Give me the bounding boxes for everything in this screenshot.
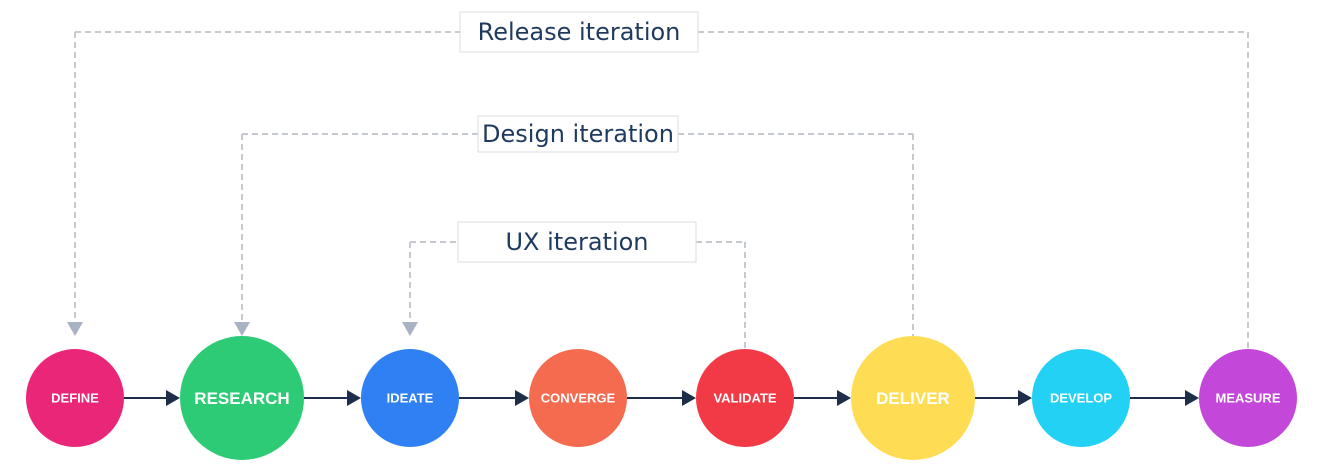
flow-arrow-converge-to-validate	[627, 390, 696, 406]
define-label: DEFINE	[51, 391, 99, 406]
research-label: RESEARCH	[194, 389, 289, 408]
design-iteration-loop: Design iteration	[234, 115, 914, 336]
flow-arrow-validate-to-deliver	[794, 390, 851, 406]
deliver-circle	[851, 336, 975, 460]
node-converge: CONVERGE	[529, 349, 627, 447]
node-research: RESEARCH	[180, 336, 304, 460]
define-circle	[26, 349, 124, 447]
flow-arrows	[124, 390, 1199, 406]
flow-arrow-deliver-to-develop	[975, 390, 1032, 406]
ux-iteration-loop: UX iteration	[402, 221, 746, 349]
release-loop-arrowhead	[67, 322, 83, 336]
flow-arrow-define-to-research	[124, 390, 180, 406]
research-circle	[180, 336, 304, 460]
converge-circle	[529, 349, 627, 447]
node-develop: DEVELOP	[1032, 349, 1130, 447]
develop-circle	[1032, 349, 1130, 447]
measure-circle	[1199, 349, 1297, 447]
flow-arrow-research-to-ideate	[304, 390, 361, 406]
validate-label: VALIDATE	[713, 391, 776, 406]
ideate-circle	[361, 349, 459, 447]
flow-arrowhead	[166, 390, 180, 406]
measure-label: MEASURE	[1215, 391, 1280, 406]
node-define: DEFINE	[26, 349, 124, 447]
flow-arrowhead	[347, 390, 361, 406]
flow-arrow-ideate-to-converge	[459, 390, 529, 406]
ux-loop-arrowhead	[402, 322, 418, 336]
process-nodes: DEFINE RESEARCH IDEATE CONVERGE VALIDATE DELI…	[26, 336, 1297, 460]
node-validate: VALIDATE	[696, 349, 794, 447]
node-ideate: IDEATE	[361, 349, 459, 447]
design-iteration-label: Design iteration	[482, 120, 674, 148]
ux-iteration-label: UX iteration	[505, 228, 648, 256]
release-iteration-label: Release iteration	[478, 18, 681, 46]
release-iteration-loop: Release iteration	[67, 11, 1249, 349]
flow-arrowhead	[682, 390, 696, 406]
flow-arrowhead	[1185, 390, 1199, 406]
design-iteration-label-box	[477, 115, 679, 153]
ideate-label: IDEATE	[387, 391, 434, 406]
release-iteration-label-box	[459, 11, 699, 53]
flow-arrowhead	[515, 390, 529, 406]
flow-arrow-develop-to-measure	[1130, 390, 1199, 406]
converge-label: CONVERGE	[541, 391, 616, 406]
develop-label: DEVELOP	[1050, 391, 1112, 406]
validate-circle	[696, 349, 794, 447]
node-deliver: DELIVER	[851, 336, 975, 460]
design-loop-arrowhead	[234, 322, 250, 336]
flow-arrowhead	[837, 390, 851, 406]
ux-iteration-label-box	[457, 221, 697, 263]
node-measure: MEASURE	[1199, 349, 1297, 447]
deliver-label: DELIVER	[876, 389, 950, 408]
flow-arrowhead	[1018, 390, 1032, 406]
